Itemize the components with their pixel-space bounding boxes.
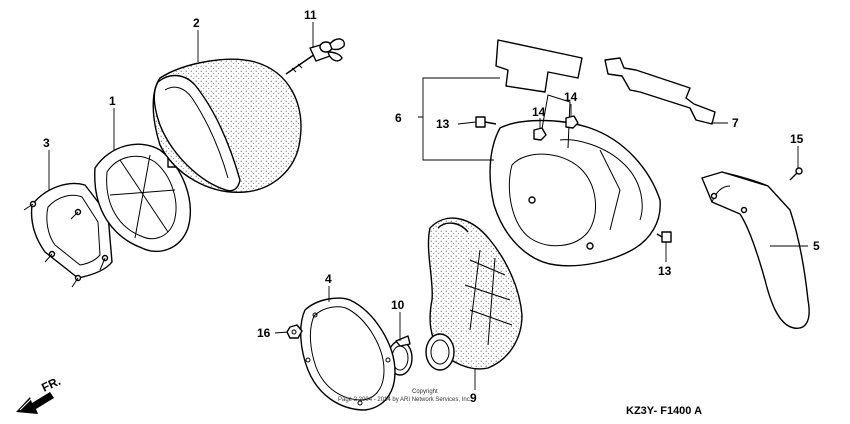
callout-16: 16 — [257, 326, 271, 340]
part-3-holder-plate — [23, 182, 113, 288]
part-7-bracket — [604, 57, 716, 125]
callout-7: 7 — [732, 116, 739, 130]
part-14-bolt-upper — [533, 127, 547, 141]
callout-13-upper: 13 — [436, 117, 450, 131]
callout-3: 3 — [43, 136, 50, 150]
part-4-gasket — [300, 297, 396, 411]
copyright-line-1: Copyright — [412, 389, 438, 395]
callout-9: 9 — [470, 391, 477, 405]
callout-11: 11 — [304, 8, 317, 22]
part-14-bolt-right — [565, 115, 579, 129]
part-13-bolt-upper — [475, 116, 497, 128]
callout-10: 10 — [391, 298, 405, 312]
part-2-foam-element — [152, 58, 302, 193]
part-9-connecting-tube — [425, 217, 523, 371]
front-direction-arrow-icon — [16, 392, 54, 414]
callout-13-lower: 13 — [658, 264, 672, 278]
callout-2: 2 — [193, 16, 200, 30]
callout-14-right: 14 — [564, 90, 578, 104]
callout-14-upper: 14 — [532, 105, 546, 119]
copyright-line-2: Page 2 2004 - 2014 by ARI Network Servic… — [338, 397, 472, 403]
leader-lines — [48, 22, 808, 390]
part-6-cleaner-case — [489, 39, 661, 267]
direction-label: FR. — [39, 374, 62, 395]
callout-4: 4 — [325, 272, 332, 286]
callout-5: 5 — [813, 239, 820, 253]
callout-15: 15 — [790, 132, 804, 146]
diagram-reference-code: KZ3Y- F1400 A — [626, 405, 702, 417]
callout-6: 6 — [395, 111, 402, 125]
part-11-wing-bolt — [285, 38, 345, 75]
part-15-screw — [789, 167, 803, 181]
part-5-splash-guard — [701, 171, 810, 329]
part-13-bolt-lower — [656, 231, 672, 243]
part-16-nut — [286, 324, 303, 339]
callout-1: 1 — [109, 94, 116, 108]
